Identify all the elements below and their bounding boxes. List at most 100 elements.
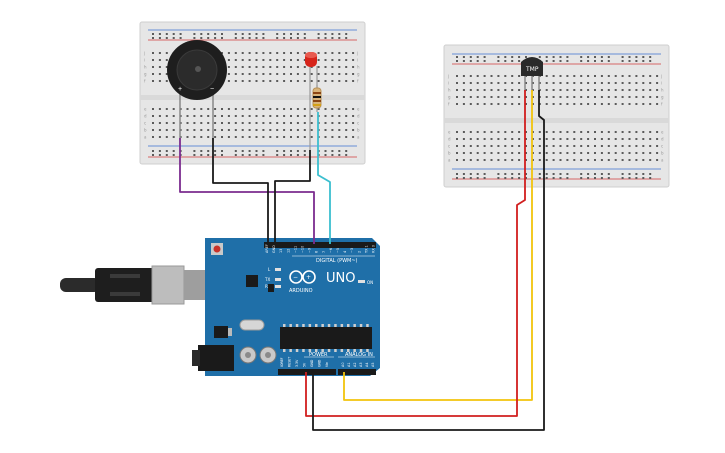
power-pin-label: GND — [318, 359, 322, 367]
digital-header-label: DIGITAL (PWM~) — [316, 258, 358, 264]
digital-pin-label: 8 — [315, 251, 319, 253]
breadboard-row-letter: c — [144, 121, 146, 126]
breadboard-row-letter: e — [448, 130, 451, 135]
power-pin-label: GND — [310, 359, 314, 367]
breadboard-row-letter: b — [661, 151, 664, 156]
breadboard-row-letter: d — [357, 114, 360, 119]
analog-pin-label: A1 — [347, 363, 351, 367]
board-model: UNO — [326, 271, 355, 286]
breadboard-row-letter: j — [447, 74, 449, 79]
sensor-label: TMP — [525, 66, 539, 73]
led-rx-label: RX — [265, 284, 271, 289]
temperature-sensor: TMP — [521, 57, 543, 92]
digital-pin-label: ~11 — [293, 246, 297, 253]
breadboard-row-letter: a — [448, 158, 451, 163]
breadboard-row-letter: j — [356, 51, 358, 56]
digital-pin-label: 2 — [357, 251, 361, 253]
digital-pin-label: 12 — [286, 249, 290, 253]
breadboard-row-letter: b — [357, 128, 360, 133]
power-pin-label: IOREF — [280, 357, 284, 367]
analog-pin-label: A0 — [341, 363, 345, 367]
breadboard-row-letter: a — [357, 135, 360, 140]
breadboard-row-letter: b — [448, 151, 451, 156]
led-l-label: L — [268, 267, 271, 272]
analog-pin-label: A5 — [371, 363, 375, 367]
power-header-label: POWER — [309, 352, 328, 358]
digital-pin-label: 4 — [343, 251, 347, 253]
breadboard-row-letter: a — [144, 135, 147, 140]
breadboard-row-letter: h — [357, 65, 360, 70]
breadboard-row-letter: b — [144, 128, 147, 133]
digital-pin-label: RX 0 — [372, 245, 376, 253]
wires — [179, 90, 545, 431]
digital-pin-label: ~3 — [350, 248, 354, 253]
breadboard-row-letter: d — [661, 137, 664, 142]
analog-pin-header — [338, 369, 376, 375]
breadboard-row-letter: i — [448, 81, 449, 86]
power-pin-header — [278, 369, 336, 375]
breadboard-row-letter: h — [448, 88, 451, 93]
breadboard-row-letter: f — [661, 102, 663, 107]
wire-purple — [179, 138, 315, 244]
digital-pin-label: ~10 — [301, 246, 305, 253]
breadboard-row-letter: g — [357, 72, 360, 77]
wire-cyan — [317, 112, 331, 244]
breadboard-row-letter: g — [448, 95, 451, 100]
analog-pin-label: A3 — [359, 363, 363, 367]
led-tx-label: TX — [264, 277, 270, 282]
breadboard-row-letter: f — [144, 79, 146, 84]
digital-pin-label: ~6 — [329, 248, 333, 253]
breadboard-row-letter: c — [661, 144, 663, 149]
digital-header — [264, 242, 376, 248]
status-leds: L TX RX — [264, 267, 281, 289]
svg-text:−: − — [293, 274, 298, 281]
power-pin-label: 5V — [303, 362, 307, 367]
red-led — [305, 52, 318, 150]
wire-red — [305, 90, 526, 417]
buzzer-plus-label: + — [178, 86, 182, 93]
breadboard-row-letter: f — [357, 79, 359, 84]
wire-black-led — [274, 150, 311, 244]
breadboard-row-letter: d — [144, 114, 147, 119]
breadboard-row-letter: g — [144, 72, 147, 77]
buzzer-minus-label: − — [210, 86, 214, 93]
breadboard-row-letter: e — [357, 107, 360, 112]
breadboard-row-letter: j — [143, 51, 145, 56]
digital-pin-label: ~5 — [336, 248, 340, 253]
atmega-chip — [280, 327, 372, 349]
piezo-buzzer: + − — [167, 40, 227, 140]
breadboard-row-letter: h — [144, 65, 147, 70]
on-label: ON — [367, 280, 373, 285]
arduino-logo: − + — [289, 270, 316, 284]
wire-black-buzzer — [212, 138, 269, 244]
analog-pin-label: A2 — [353, 363, 357, 367]
breadboard-row-letter: c — [448, 144, 450, 149]
breadboard-row-letter: i — [144, 58, 145, 63]
breadboard-row-letter: a — [661, 158, 664, 163]
breadboard-row-letter: h — [661, 88, 664, 93]
board-brand: ARDUINO — [289, 288, 313, 294]
power-pin-label: Vin — [325, 362, 329, 367]
digital-pin-label: AREF — [265, 244, 269, 253]
digital-pin-label: TX 1 — [364, 245, 368, 254]
breadboard-row-letter: i — [357, 58, 358, 63]
breadboard-row-letter: c — [357, 121, 359, 126]
power-pin-label: RESET — [288, 357, 292, 367]
analog-pin-label: A4 — [365, 363, 369, 367]
breadboard-row-letter: i — [661, 81, 662, 86]
wire-yellow — [343, 90, 533, 401]
digital-pin-label: 7 — [322, 251, 326, 253]
analog-header-label: ANALOG IN — [345, 352, 373, 358]
breadboard-row-letter: e — [661, 130, 664, 135]
breadboard-row-letter: j — [660, 74, 662, 79]
breadboard-row-letter: d — [448, 137, 451, 142]
digital-pin-label: 13 — [279, 249, 283, 253]
breadboard-row-letter: e — [144, 107, 147, 112]
svg-text:+: + — [306, 274, 311, 281]
breadboard-row-letter: f — [448, 102, 450, 107]
breadboard-row-letter: g — [661, 95, 664, 100]
